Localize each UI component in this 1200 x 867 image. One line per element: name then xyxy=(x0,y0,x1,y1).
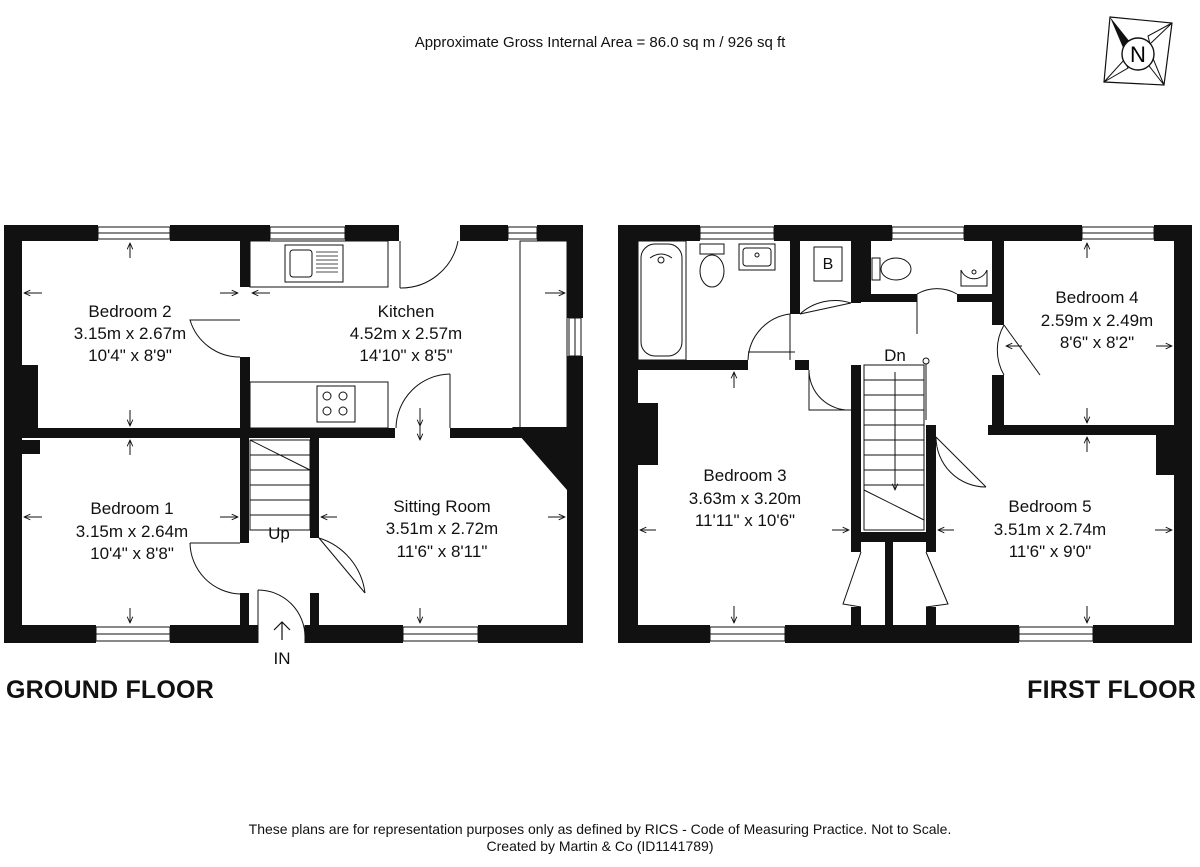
boiler-label: B xyxy=(823,256,834,273)
ground-floor-plan: Bedroom 2 3.15m x 2.67m 10'4" x 8'9" Kit… xyxy=(4,225,583,668)
footer-disclaimer: These plans are for representation purpo… xyxy=(248,821,952,837)
footer-credit: Created by Martin & Co (ID1141789) xyxy=(486,838,714,854)
room-name-bedroom-2: Bedroom 2 xyxy=(88,302,171,321)
first-floor-plan: B Dn xyxy=(618,225,1192,643)
room-metric-bedroom-5: 3.51m x 2.74m xyxy=(994,520,1106,539)
room-imperial-bedroom-2: 10'4" x 8'9" xyxy=(88,346,172,365)
room-name-kitchen: Kitchen xyxy=(378,302,435,321)
first-floor-label: FIRST FLOOR xyxy=(1027,676,1196,704)
stairs-up-label: Up xyxy=(268,524,290,543)
room-imperial-bedroom-5: 11'6" x 9'0" xyxy=(1009,542,1092,561)
room-name-bedroom-1: Bedroom 1 xyxy=(90,499,173,518)
stairs-down-label: Dn xyxy=(884,346,906,365)
gross-area-text: Approximate Gross Internal Area = 86.0 s… xyxy=(414,34,786,51)
room-imperial-bedroom-3: 11'11" x 10'6" xyxy=(695,511,795,530)
compass-icon: N xyxy=(1103,16,1173,86)
entrance-label: IN xyxy=(274,649,291,668)
room-name-bedroom-3: Bedroom 3 xyxy=(703,466,786,485)
room-name-bedroom-5: Bedroom 5 xyxy=(1008,497,1091,516)
room-metric-sitting-room: 3.51m x 2.72m xyxy=(386,519,498,538)
compass-north-label: N xyxy=(1130,42,1146,67)
room-imperial-bedroom-4: 8'6" x 8'2" xyxy=(1060,333,1134,352)
room-metric-bedroom-3: 3.63m x 3.20m xyxy=(689,489,801,508)
room-metric-bedroom-2: 3.15m x 2.67m xyxy=(74,324,186,343)
ground-floor-label: GROUND FLOOR xyxy=(6,676,214,704)
room-metric-bedroom-1: 3.15m x 2.64m xyxy=(76,522,188,541)
room-imperial-bedroom-1: 10'4" x 8'8" xyxy=(90,544,174,563)
room-imperial-sitting-room: 11'6" x 8'11" xyxy=(397,542,488,561)
room-imperial-kitchen: 14'10" x 8'5" xyxy=(359,346,452,365)
room-metric-kitchen: 4.52m x 2.57m xyxy=(350,324,462,343)
room-metric-bedroom-4: 2.59m x 2.49m xyxy=(1041,311,1153,330)
room-name-sitting-room: Sitting Room xyxy=(393,497,490,516)
room-name-bedroom-4: Bedroom 4 xyxy=(1055,288,1138,307)
